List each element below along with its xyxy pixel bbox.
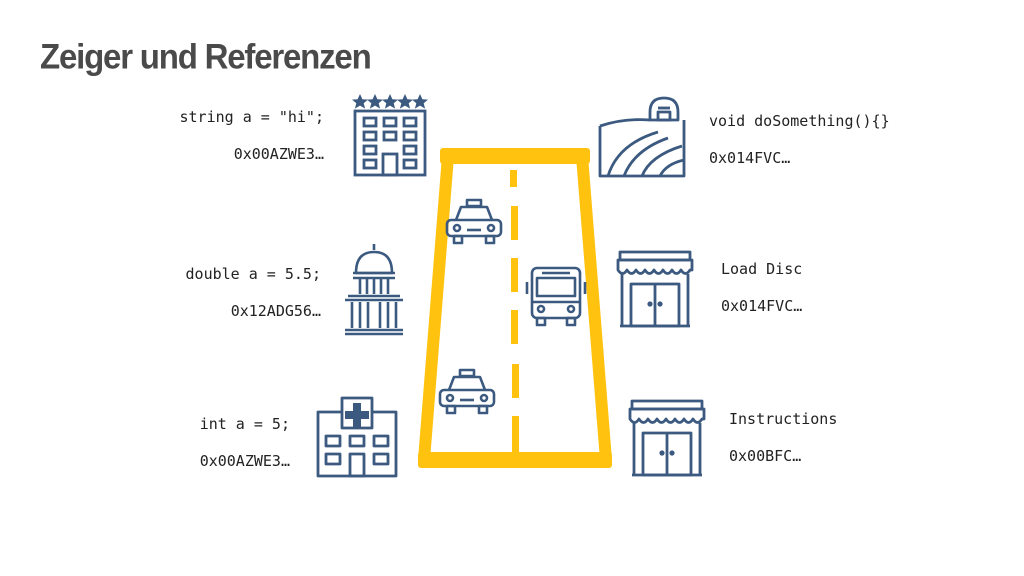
shop-icon bbox=[628, 399, 706, 477]
slide-title: Zeiger und Referenzen bbox=[40, 36, 372, 76]
hotel-icon bbox=[352, 94, 428, 177]
right-code-2: Load Disc bbox=[721, 260, 803, 278]
hospital-icon bbox=[316, 396, 398, 478]
taxi-icon bbox=[438, 368, 496, 415]
bus-icon bbox=[525, 266, 587, 327]
left-address-2: 0x12ADG56… bbox=[230, 302, 321, 320]
right-address-1: 0x014FVC… bbox=[709, 149, 791, 167]
capitol-icon bbox=[345, 244, 403, 336]
left-code-1: string a = "hi"; bbox=[179, 108, 325, 126]
right-address-3: 0x00BFC… bbox=[729, 447, 802, 465]
right-address-2: 0x014FVC… bbox=[721, 297, 803, 315]
left-code-3: int a = 5; bbox=[199, 415, 290, 433]
right-code-3: Instructions bbox=[729, 410, 838, 428]
left-address-1: 0x00AZWE3… bbox=[233, 145, 324, 163]
road-illustration bbox=[418, 148, 612, 468]
farm-icon bbox=[598, 96, 686, 178]
left-address-3: 0x00AZWE3… bbox=[199, 452, 290, 470]
shop-icon bbox=[616, 250, 694, 328]
taxi-icon bbox=[445, 198, 503, 245]
left-code-2: double a = 5.5; bbox=[185, 265, 321, 283]
right-code-1: void doSomething(){} bbox=[709, 112, 890, 130]
